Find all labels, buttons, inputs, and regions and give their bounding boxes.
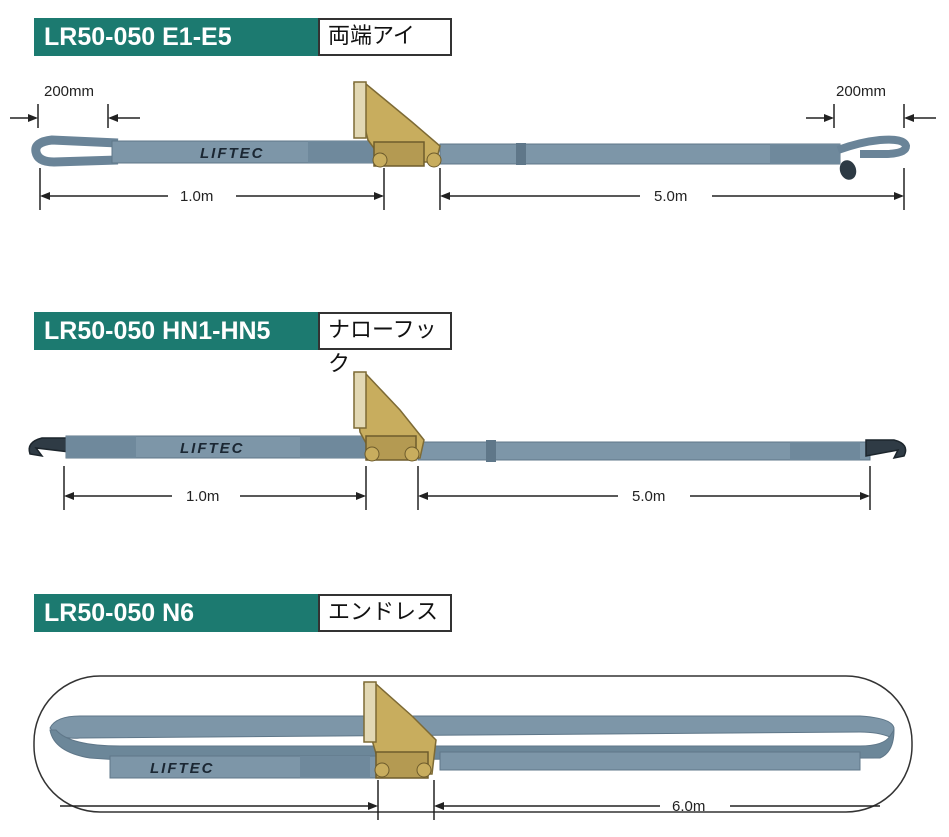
eye-strap-diagram: LIFTEC 200mm 200mm: [10, 81, 936, 210]
right-eye-loop: [836, 135, 911, 158]
sleeve-right: [790, 442, 860, 460]
dim-long: 5.0m: [632, 488, 665, 505]
belt-keeper: [516, 143, 526, 165]
product-header: LR50-050 N6 エンドレス: [34, 594, 452, 632]
product-code: LR50-050 E1-E5: [34, 18, 318, 56]
loop-outline: [33, 675, 913, 813]
sleeve-left-2: [300, 436, 370, 458]
dim-short: 1.0m: [186, 488, 219, 505]
lower-strap-right: [439, 751, 861, 771]
sleeve-left: [308, 141, 378, 163]
left-hook: [28, 437, 71, 458]
product-code: LR50-050 N6: [34, 594, 318, 632]
dim-short: 1.0m: [180, 188, 213, 205]
brand-logo: LIFTEC: [150, 760, 215, 777]
ratchet-buckle: [353, 371, 425, 462]
ratchet-buckle: [363, 681, 437, 779]
product-name: ナローフック: [318, 312, 452, 377]
dim-total: 6.0m: [672, 798, 705, 815]
end-dim-right: 200mm: [836, 83, 886, 100]
product-header: LR50-050 HN1-HN5 ナローフック: [34, 312, 452, 377]
left-eye-loop: [31, 135, 119, 167]
end-dim-left: 200mm: [44, 83, 94, 100]
product-code: LR50-050 HN1-HN5: [34, 312, 318, 350]
ratchet-buckle: [353, 81, 442, 168]
brand-logo: LIFTEC: [180, 440, 245, 457]
sleeve-left: [300, 756, 370, 778]
hook-strap-diagram: LIFTEC 1.0m 5.0m: [28, 371, 907, 510]
upper-belt: [49, 715, 895, 739]
product-section-hn1-hn5: LR50-050 HN1-HN5 ナローフック LIFTEC 1.0m: [0, 290, 949, 530]
product-section-e1-e5: LR50-050 E1-E5 両端アイ LIFTEC 200mm: [0, 0, 949, 240]
right-eye-tag: [839, 160, 857, 180]
product-section-n6: LR50-050 N6 エンドレス LIFTEC 6.0m: [0, 580, 949, 837]
sleeve-right: [770, 144, 840, 164]
product-name: エンドレス: [318, 594, 452, 632]
product-header: LR50-050 E1-E5 両端アイ: [34, 18, 452, 56]
brand-logo: LIFTEC: [200, 145, 265, 162]
endless-strap-diagram: LIFTEC 6.0m: [33, 675, 913, 820]
product-name: 両端アイ: [318, 18, 452, 56]
sleeve-left: [66, 436, 136, 458]
dim-long: 5.0m: [654, 188, 687, 205]
belt-keeper: [486, 440, 496, 462]
right-hook: [865, 439, 907, 460]
